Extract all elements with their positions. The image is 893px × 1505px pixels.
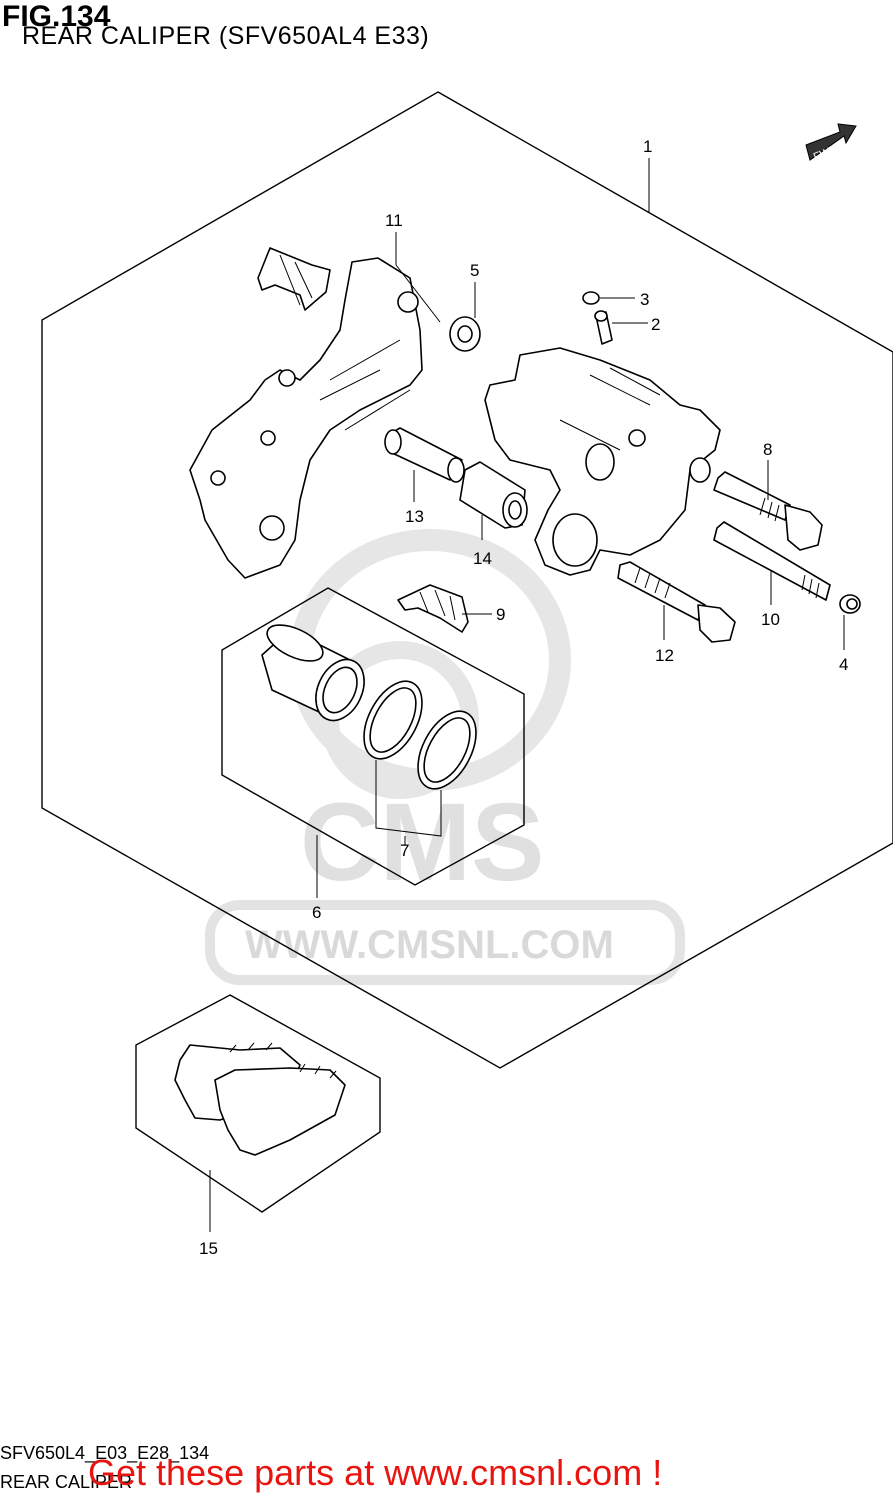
callout-8: 8: [763, 440, 772, 459]
boot-part-14: [459, 461, 528, 529]
callout-5: 5: [470, 261, 479, 280]
caliper-assembly-outline: [41, 91, 893, 1069]
bleeder-valve-part-2: [594, 310, 613, 345]
boot-part-5: [449, 316, 481, 352]
leader-7-bracket: [375, 760, 442, 837]
watermark-url: WWW.CMSNL.COM: [245, 923, 614, 967]
leader-lines: [209, 158, 845, 1232]
figure-subtitle: REAR CALIPER (SFV650AL4 E33): [22, 22, 430, 50]
bleeder-cap-part-3: [582, 291, 600, 305]
footer-name: REAR CALIPER: [0, 1472, 133, 1492]
callout-6: 6: [312, 903, 321, 922]
watermark-logo: CMS: [300, 781, 544, 904]
forward-arrow-icon: [805, 123, 857, 161]
bracket-part-11: [189, 247, 423, 579]
pin-bolt-part-8: [713, 471, 823, 551]
seal-part-7: [363, 680, 477, 790]
callout-13: 13: [405, 507, 424, 526]
promo-link[interactable]: Get these parts at www.cmsnl.com !: [88, 1452, 663, 1493]
piston-set-box-6: [221, 587, 525, 886]
pin-part-10: [713, 521, 831, 601]
callout-7: 7: [400, 841, 409, 860]
caliper-body: [484, 347, 721, 576]
callout-10: 10: [761, 610, 780, 629]
spring-part-9: [397, 584, 469, 633]
callout-9: 9: [496, 605, 505, 624]
callout-3: 3: [640, 290, 649, 309]
callout-12: 12: [655, 646, 674, 665]
fwd-marker: FWD: [805, 123, 857, 164]
bolt-part-12: [617, 561, 736, 643]
callout-14: 14: [473, 549, 492, 568]
callout-11: 11: [385, 211, 403, 230]
callout-labels: 1 2 3 4 5 6 7 8 9 10 11 12 13 14 15: [199, 137, 848, 1258]
callout-2: 2: [651, 315, 660, 334]
callout-4: 4: [839, 655, 848, 674]
brake-pad-part-15: [174, 1042, 346, 1156]
figure-title: FIG.134: [2, 0, 111, 33]
brake-pad-box-15: [135, 994, 381, 1213]
callout-1: 1: [643, 137, 652, 156]
plug-part-4: [839, 594, 861, 614]
callout-15: 15: [199, 1239, 218, 1258]
footer-code: SFV650L4_E03_E28_134: [0, 1443, 210, 1463]
piston-part: [261, 624, 365, 722]
sleeve-part-13: [384, 427, 465, 483]
